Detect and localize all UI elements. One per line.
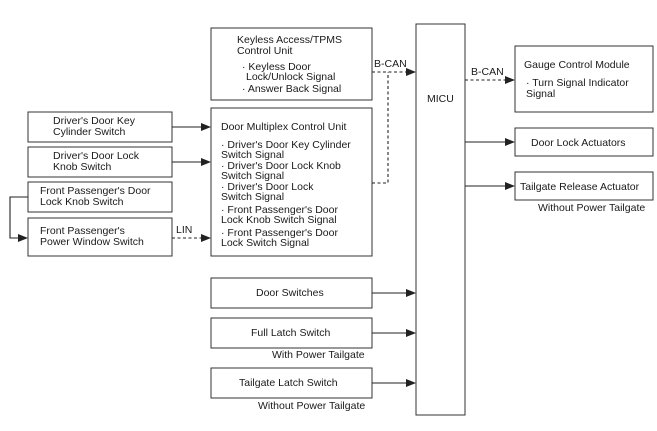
tailgate-actuator-label: Tailgate Release Actuator <box>520 181 640 193</box>
keyless-unit-title-line1: Keyless Access/TPMS <box>237 34 342 46</box>
lin-label: LIN <box>176 224 192 236</box>
keyless-access-tpms-control-unit: Keyless Access/TPMS Control Unit · Keyle… <box>210 27 373 101</box>
keyless-signal-line1: · Keyless Door <box>242 61 311 73</box>
door-multiplex-control-unit: Door Multiplex Control Unit · Driver's D… <box>210 107 373 257</box>
drivers-door-key-cylinder-switch: Driver's Door Key Cylinder Switch <box>27 111 173 143</box>
dmcu-signal-line9: · Front Passenger's Door <box>221 227 338 239</box>
door-switches-label: Door Switches <box>256 287 324 299</box>
tailgate-latch-label: Tailgate Latch Switch <box>239 377 338 389</box>
dmcu-signal-line8: Lock Knob Switch Signal <box>221 214 337 226</box>
fp-lock-knob-label-line1: Front Passenger's Door <box>40 185 151 197</box>
door-lock-actuators: Door Lock Actuators <box>514 127 654 157</box>
tailgate-actuator-note: Without Power Tailgate <box>538 202 645 214</box>
connector-bcan-dmcu-to-bus <box>372 72 389 184</box>
connector-bcan-keyless-to-micu: B-CAN <box>372 58 416 76</box>
connector-key-cylinder-to-dmcu <box>172 123 211 131</box>
door-lock-actuators-label: Door Lock Actuators <box>531 137 626 149</box>
lock-knob-label-line1: Driver's Door Lock <box>53 150 140 162</box>
bcan-left-label: B-CAN <box>374 58 407 70</box>
dmcu-signal-line10: Lock Switch Signal <box>221 237 309 249</box>
keyless-signal-line3: · Answer Back Signal <box>242 83 341 95</box>
connector-lin-to-dmcu: LIN <box>172 224 211 242</box>
drivers-door-lock-knob-switch: Driver's Door Lock Knob Switch <box>27 146 173 178</box>
bcan-right-label: B-CAN <box>471 66 504 78</box>
dmcu-signal-line6: Switch Signal <box>221 191 284 203</box>
gauge-control-module: Gauge Control Module · Turn Signal Indic… <box>514 45 654 113</box>
connector-tailgate-latch-to-micu <box>372 379 416 387</box>
dmcu-signal-line2: Switch Signal <box>221 149 284 161</box>
full-latch-switch: Full Latch Switch With Power Tailgate <box>210 317 373 361</box>
full-latch-note: With Power Tailgate <box>272 349 365 361</box>
fp-power-window-label-line2: Power Window Switch <box>40 236 144 248</box>
dmcu-signal-line5: · Driver's Door Lock <box>221 181 314 193</box>
lock-knob-label-line2: Knob Switch <box>53 161 112 173</box>
keyless-unit-title-line2: Control Unit <box>237 45 293 57</box>
front-passenger-door-lock-knob-switch: Front Passenger's Door Lock Knob Switch <box>27 181 173 213</box>
gauge-signal-line2: Signal <box>526 88 555 100</box>
key-cylinder-label-line1: Driver's Door Key <box>53 115 136 127</box>
gauge-signal-line1: · Turn Signal Indicator <box>526 77 629 89</box>
door-switches: Door Switches <box>210 277 373 309</box>
dmcu-signal-line4: Switch Signal <box>221 170 284 182</box>
door-multiplex-title: Door Multiplex Control Unit <box>221 121 347 133</box>
fp-lock-knob-label-line2: Lock Knob Switch <box>40 196 124 208</box>
connector-lock-knob-to-dmcu <box>172 158 211 166</box>
full-latch-label: Full Latch Switch <box>251 327 331 339</box>
dmcu-signal-line3: · Driver's Door Lock Knob <box>221 160 341 172</box>
key-cylinder-label-line2: Cylinder Switch <box>53 126 126 138</box>
tailgate-latch-note: Without Power Tailgate <box>258 400 365 412</box>
dmcu-signal-line7: · Front Passenger's Door <box>221 204 338 216</box>
gauge-module-title: Gauge Control Module <box>524 59 630 71</box>
connector-micu-to-tailgate-actuator <box>465 182 515 190</box>
connector-micu-to-door-lock-actuators <box>465 138 515 146</box>
dmcu-signal-line1: · Driver's Door Key Cylinder <box>221 139 351 151</box>
connector-bcan-micu-to-gauge: B-CAN <box>465 66 515 84</box>
connector-full-latch-to-micu <box>372 329 416 337</box>
tailgate-release-actuator: Tailgate Release Actuator Without Power … <box>514 171 654 214</box>
fp-power-window-label-line1: Front Passenger's <box>40 225 125 237</box>
micu-unit: MICU <box>415 23 466 416</box>
keyless-signal-line2: Lock/Unlock Signal <box>246 71 335 83</box>
micu-label: MICU <box>427 93 454 105</box>
connector-fp-lock-knob-to-power-window <box>9 196 28 242</box>
front-passenger-power-window-switch: Front Passenger's Power Window Switch <box>27 217 173 257</box>
connector-door-switches-to-micu <box>372 289 416 297</box>
tailgate-latch-switch: Tailgate Latch Switch Without Power Tail… <box>210 367 373 412</box>
